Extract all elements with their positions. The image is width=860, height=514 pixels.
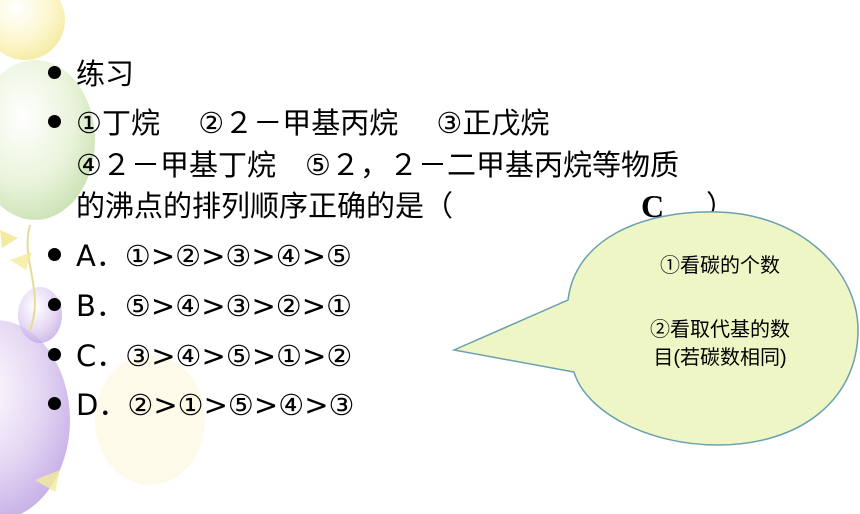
heading-label: 练习 <box>76 57 135 91</box>
question-line-2: ④２－甲基丁烷 ⑤２，２－二甲基丙烷等物质 <box>76 148 679 182</box>
question-text: 的沸点的排列顺序正确的是（ <box>76 189 454 223</box>
bullet-icon <box>48 115 61 128</box>
balloon-pale <box>95 355 205 485</box>
balloon-green <box>0 60 95 220</box>
answer-letter: C <box>641 188 665 224</box>
option-a: A．①>②>③>④>⑤ <box>76 239 353 273</box>
question-line-1: ①丁烷 ②２－甲基丙烷 ③正戊烷 <box>76 106 550 140</box>
option-d: D．②>①>⑤>④>③ <box>76 388 355 422</box>
option-b: B．⑤>④>③>②>① <box>76 289 353 323</box>
balloon-yellow <box>0 0 65 60</box>
callout-shape <box>451 211 859 446</box>
bullet-icon <box>48 397 61 410</box>
bullet-icon <box>48 348 61 361</box>
bullet-icon <box>48 248 61 261</box>
bullet-icon <box>48 66 61 79</box>
question-line-3: 的沸点的排列顺序正确的是（ C ） <box>76 187 776 225</box>
callout-line-3: 目(若碳数相同) <box>653 347 787 369</box>
bullet-icon <box>48 298 61 311</box>
confetti <box>0 230 18 248</box>
balloon-string <box>26 224 36 331</box>
callout-line-2: ②看取代基的数 <box>650 319 790 341</box>
callout-line-1: ①看碳的个数 <box>660 255 780 277</box>
option-c: C．③>④>⑤>①>② <box>76 339 353 373</box>
confetti <box>35 470 60 492</box>
confetti <box>10 252 32 270</box>
balloon-purple <box>0 320 70 514</box>
